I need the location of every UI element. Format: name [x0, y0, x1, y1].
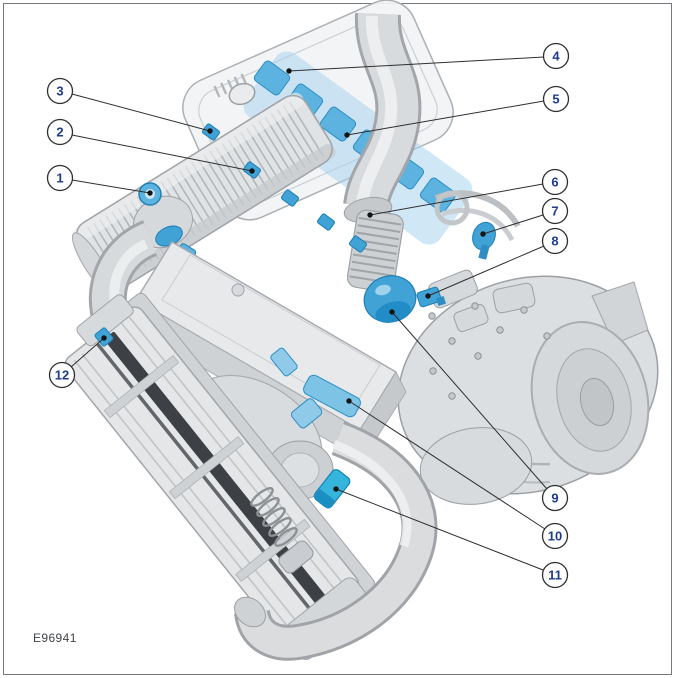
callout-12: 12: [48, 361, 76, 389]
transmission: [397, 269, 659, 505]
leader-dot-11: [333, 486, 339, 492]
callout-5: 5: [542, 85, 570, 113]
exhaust-u-pipe: [234, 421, 438, 661]
leader-line-2: [71, 134, 253, 172]
callout-4: 4: [542, 42, 570, 70]
leader-line-6: [369, 183, 544, 216]
leader-line-7: [482, 214, 544, 235]
leader-dot-3: [207, 128, 213, 134]
leader-dot-8: [425, 293, 431, 299]
callout-9-number: 9: [551, 491, 558, 506]
leader-dot-12: [101, 335, 107, 341]
leader-dot-9: [389, 309, 395, 315]
callout-1-number: 1: [56, 171, 63, 186]
engine-illustration: [64, 0, 659, 661]
clamp-highlight: [313, 469, 351, 509]
callout-1: 1: [46, 164, 74, 192]
leader-line-11: [335, 488, 544, 571]
callout-3-number: 3: [56, 84, 63, 99]
callout-10-number: 10: [548, 529, 562, 544]
callout-7: 7: [541, 197, 569, 225]
callout-4-number: 4: [552, 49, 560, 64]
leader-line-5: [346, 100, 545, 136]
callout-11-number: 11: [548, 568, 562, 583]
leader-dot-7: [480, 231, 486, 237]
leader-line-9: [391, 311, 548, 490]
callout-2: 2: [46, 118, 74, 146]
leader-line-10: [348, 400, 546, 530]
coolant-hoses: [434, 190, 521, 242]
leader-dot-4: [286, 68, 292, 74]
leader-line-8: [427, 245, 545, 297]
figure-id-label: E96941: [33, 631, 77, 645]
coil-connector-highlight: [472, 221, 496, 260]
leader-dot-1: [147, 190, 153, 196]
leader-dot-10: [346, 398, 352, 404]
leader-line-1: [71, 179, 151, 194]
callout-10: 10: [541, 522, 569, 550]
callout-6: 6: [541, 168, 569, 196]
callout-6-number: 6: [551, 175, 558, 190]
callout-2-number: 2: [56, 125, 63, 140]
callout-12-number: 12: [55, 368, 69, 383]
leader-dot-6: [367, 212, 373, 218]
strut-cylinder: [278, 540, 314, 574]
callout-5-number: 5: [552, 92, 559, 107]
radiator-part-highlight-a: [270, 347, 298, 377]
radiator-part-highlight-b: [290, 398, 323, 429]
callouts: 1 2 3 4 5 6 7 8 9 10 11 12: [46, 42, 570, 589]
callout-9: 9: [541, 484, 569, 512]
callout-8-number: 8: [551, 234, 558, 249]
callout-11: 11: [541, 561, 569, 589]
leader-line-4: [288, 56, 545, 72]
spring-strut: [250, 487, 298, 547]
callout-7-number: 7: [551, 204, 558, 219]
vent-slots: [213, 71, 252, 98]
oil-pan-highlight: [303, 374, 361, 418]
oil-filler-cap: [228, 82, 256, 106]
leader-line-3: [71, 93, 211, 132]
leader-line-12: [70, 337, 105, 368]
callout-8: 8: [541, 227, 569, 255]
leader-dot-5: [344, 132, 350, 138]
leader-lines: [70, 56, 548, 571]
leader-dot-2: [249, 168, 255, 174]
intake-pipe: [343, 12, 422, 224]
callout-3: 3: [46, 77, 74, 105]
